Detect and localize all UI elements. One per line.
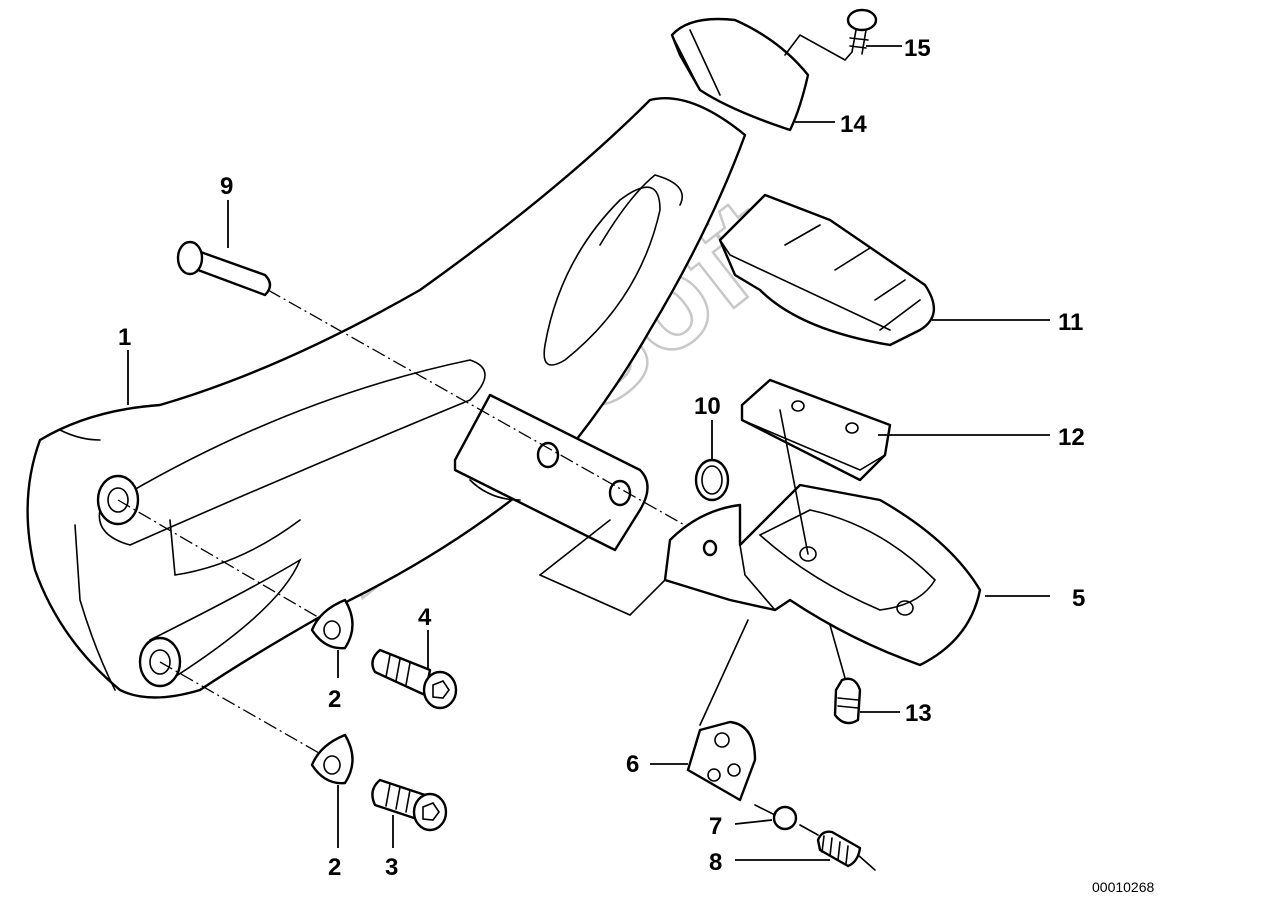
callout-14: 14 xyxy=(840,111,867,138)
callout-6: 6 xyxy=(626,751,639,778)
callout-7: 7 xyxy=(709,813,722,840)
document-number: 00010268 xyxy=(1092,879,1155,895)
bolt-lower-part xyxy=(371,778,448,832)
bracket-part xyxy=(26,96,747,699)
detent-plate-part xyxy=(686,720,757,802)
spring-part xyxy=(816,830,862,868)
end-cap-part xyxy=(670,17,810,132)
callout-8: 8 xyxy=(709,849,722,876)
callout-2-upper: 2 xyxy=(328,686,341,713)
footrest-part xyxy=(663,483,982,667)
rubber-pad-part xyxy=(718,193,935,347)
bolt-upper-part xyxy=(371,648,458,710)
washer-upper-part xyxy=(310,598,354,650)
leader-lines xyxy=(127,45,1050,861)
callout-15: 15 xyxy=(904,35,931,62)
callout-11: 11 xyxy=(1058,309,1083,336)
callout-12: 12 xyxy=(1058,424,1085,451)
callout-10: 10 xyxy=(694,393,721,420)
screw-top-part xyxy=(846,8,878,55)
plate-part xyxy=(740,378,892,482)
callout-3: 3 xyxy=(385,854,398,881)
pin-part xyxy=(176,240,272,297)
callout-13: 13 xyxy=(905,700,932,727)
callout-1: 1 xyxy=(118,324,131,351)
callout-2-lower: 2 xyxy=(328,854,341,881)
callout-5: 5 xyxy=(1072,585,1085,612)
circlip-part xyxy=(694,458,730,502)
ball-part xyxy=(772,805,798,831)
callout-4: 4 xyxy=(418,604,432,631)
washer-lower-part xyxy=(310,733,354,785)
callout-9: 9 xyxy=(220,173,233,200)
screw-footrest-part xyxy=(833,677,862,725)
